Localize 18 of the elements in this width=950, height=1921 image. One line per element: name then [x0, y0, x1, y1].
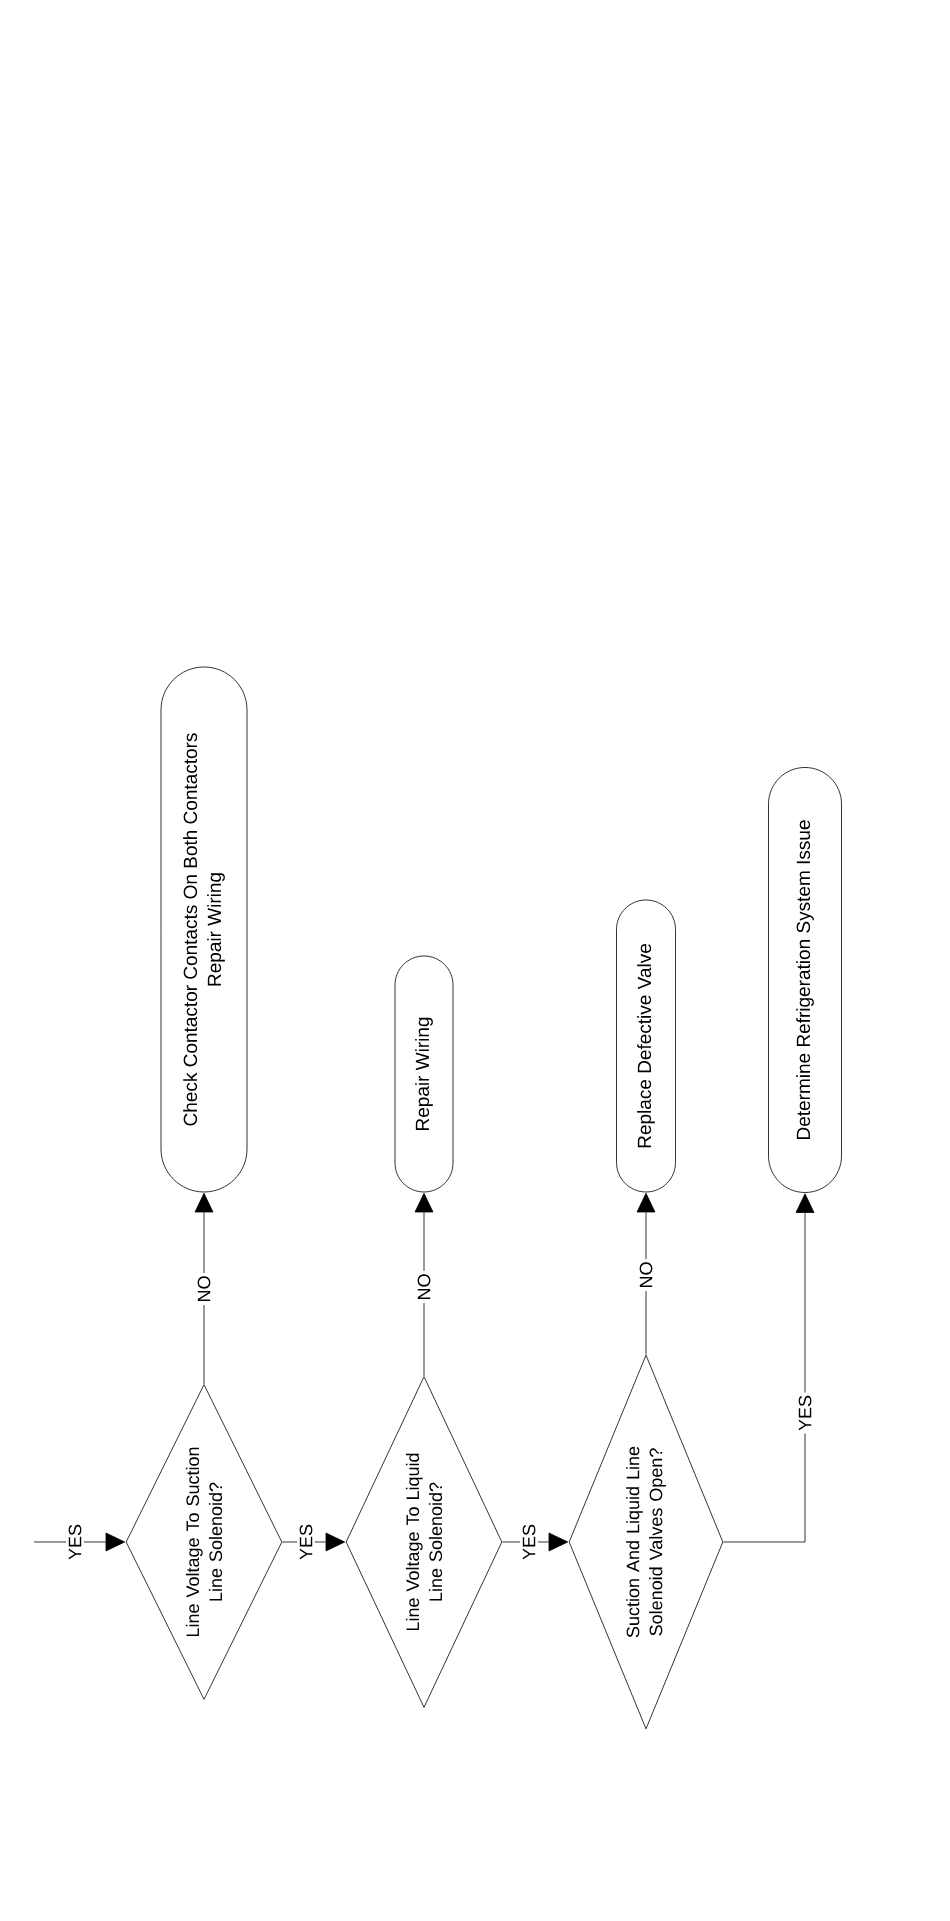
arrow — [502, 1532, 569, 1552]
edge-label: YES — [66, 1521, 84, 1563]
edge-label: NO — [195, 1273, 213, 1305]
arrow — [723, 1193, 815, 1543]
terminal-box: Repair Wiring — [394, 955, 454, 1193]
arrow — [636, 1192, 656, 1355]
edge-label: YES — [520, 1521, 538, 1563]
edge-label: NO — [637, 1259, 655, 1291]
arrow — [282, 1532, 346, 1552]
arrow — [414, 1192, 434, 1377]
edge-label: YES — [796, 1392, 814, 1434]
terminal-box: Determine Refrigeration System Issue — [768, 767, 842, 1193]
edge-label: YES — [297, 1521, 315, 1563]
edge-label: NO — [415, 1271, 433, 1303]
terminal-box: Replace Defective Valve — [616, 899, 676, 1193]
terminal-box: Check Contactor Contacts On Both Contactors Repair Wiring — [160, 666, 248, 1193]
arrow — [33, 1532, 126, 1552]
arrow — [194, 1192, 214, 1385]
